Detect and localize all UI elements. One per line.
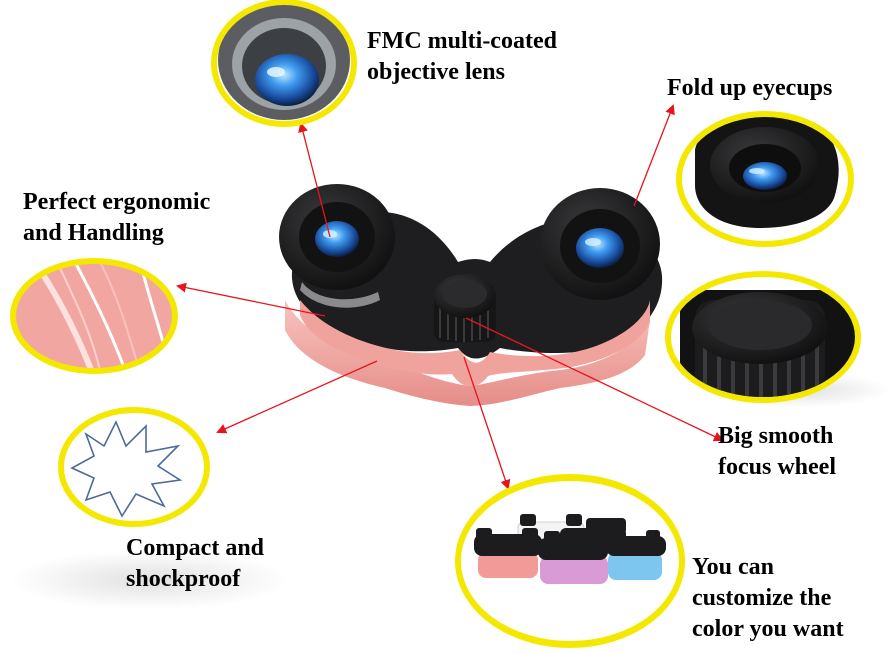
fmc-lens-label-line2: objective lens [367,59,505,85]
arrow-focus-wheel [465,317,724,442]
detail-focus-wheel [665,271,861,403]
colors-label: You can customize the color you want [692,552,844,645]
compact-label-line2: shockproof [126,566,241,592]
ergonomic-label-line2: and Handling [23,220,164,246]
arrow-eyecups [633,104,675,207]
ergonomic-label: Perfect ergonomic and Handling [23,187,210,249]
detail-eyecups [676,111,854,247]
detail-compact [58,407,210,527]
focus-wheel-label-line2: focus wheel [718,454,836,480]
compact-label-line1: Compact and [126,535,265,561]
compact-label: Compact and shockproof [126,533,264,595]
arrow-compact [216,360,378,434]
focus-wheel-label-line1: Big smooth [718,423,834,449]
eyecups-label-line1: Fold up eyecups [667,75,833,101]
detail-colors [455,474,685,648]
focus-wheel-label: Big smooth focus wheel [718,421,836,483]
fmc-lens-label-line1: FMC multi-coated [367,28,557,54]
detail-ergonomic [10,258,178,374]
shockproof-star-icon [70,420,183,518]
colors-label-line2: customize the [692,585,832,611]
arrow-ergonomic [176,282,326,317]
callout-arrows [176,104,724,490]
colors-label-line1: You can [692,554,775,580]
detail-fmc-lens [211,0,357,127]
binocular-main [279,184,663,406]
arrow-colors [463,356,511,490]
ergonomic-label-line1: Perfect ergonomic [23,189,211,215]
eyecups-label: Fold up eyecups [667,73,832,104]
fmc-lens-label: FMC multi-coated objective lens [367,26,557,88]
arrow-fmc-lens [298,122,331,238]
colors-label-line3: color you want [692,616,844,642]
